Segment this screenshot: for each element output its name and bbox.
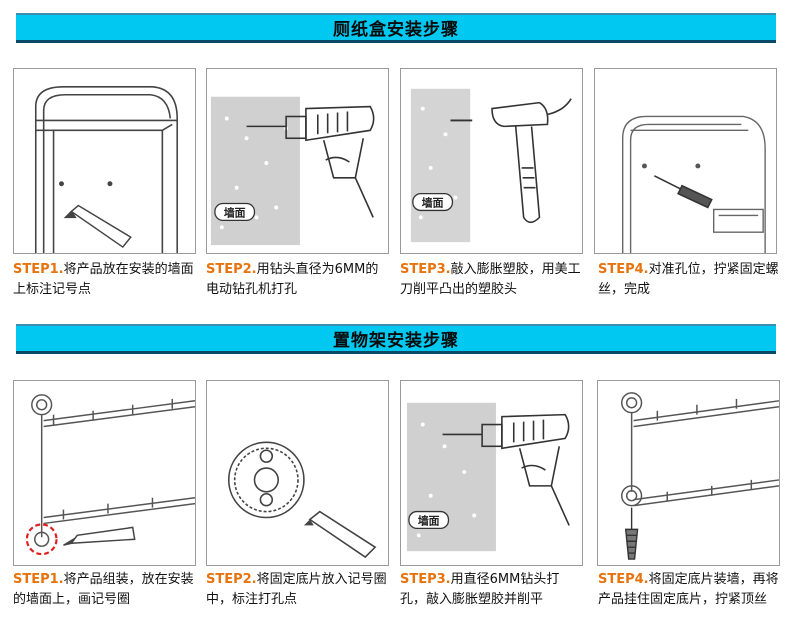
- step-illustration-tissue-hammer: 墙面: [400, 68, 583, 254]
- step-label: STEP1.: [13, 262, 64, 277]
- step-illustration-shelf-mark: [13, 380, 196, 566]
- step-caption-3: STEP3.敲入膨胀塑胶，用美工刀削平凸出的塑胶头: [400, 260, 585, 300]
- step-label: STEP4.: [598, 262, 649, 277]
- step-caption-4: STEP4.对准孔位，拧紧固定螺丝，完成: [598, 260, 783, 300]
- step-label: STEP2.: [206, 572, 257, 587]
- section-banner-tissue-box: 厕纸盒安装步骤: [16, 13, 776, 43]
- step-caption-1: STEP1.将产品组装，放在安装的墙面上，画记号圈: [13, 570, 198, 610]
- step-illustration-tissue-drill: 墙面: [206, 68, 389, 254]
- step-caption-1: STEP1.将产品放在安装的墙面上标注记号点: [13, 260, 198, 300]
- hammer-wall-icon: 墙面: [410, 88, 572, 243]
- step-illustration-shelf-drill: 墙面: [400, 380, 583, 566]
- step-label: STEP4.: [598, 572, 649, 587]
- base-plate-pencil-icon: [227, 441, 377, 559]
- step-text: 将固定底片装墙，再将产品挂住固定底片，拧紧顶丝: [598, 572, 779, 607]
- step-label: STEP3.: [400, 262, 451, 277]
- section-banner-shelf: 置物架安装步骤: [16, 324, 776, 354]
- step-caption-3: STEP3.用直径6MM钻头打孔，敲入膨胀塑胶并削平: [400, 570, 585, 610]
- tissue-box-pencil-icon: [34, 86, 178, 253]
- step-label: STEP1.: [13, 572, 64, 587]
- step-label: STEP2.: [206, 262, 257, 277]
- step-label: STEP3.: [400, 572, 451, 587]
- step-text: 将产品放在安装的墙面上标注记号点: [13, 262, 194, 297]
- step-text: 对准孔位，拧紧固定螺丝，完成: [598, 262, 779, 297]
- drill-wall-icon: 墙面: [210, 96, 375, 246]
- step-caption-2: STEP2.将固定底片放入记号圈中，标注打孔点: [206, 570, 391, 610]
- drill-wall-icon: 墙面: [406, 402, 570, 552]
- tissue-box-screwdriver-icon: [622, 115, 766, 253]
- wall-tag: 墙面: [422, 195, 444, 209]
- wall-tag: 墙面: [224, 205, 246, 219]
- section-title: 置物架安装步骤: [333, 331, 459, 351]
- section-title: 厕纸盒安装步骤: [333, 20, 459, 40]
- step-text: 用钻头直径为6MM的电动钻孔机打孔: [206, 262, 379, 297]
- step-caption-2: STEP2.用钻头直径为6MM的电动钻孔机打孔: [206, 260, 391, 300]
- shelf-marker-icon: [25, 394, 195, 556]
- step-illustration-shelf-plate: [206, 380, 389, 566]
- shelf-screw-icon: [620, 392, 779, 560]
- step-text: 将产品组装，放在安装的墙面上，画记号圈: [13, 572, 194, 607]
- wall-tag: 墙面: [418, 513, 440, 527]
- step-illustration-tissue-screw: [594, 68, 777, 254]
- step-text: 敲入膨胀塑胶，用美工刀削平凸出的塑胶头: [400, 262, 581, 297]
- step-text: 用直径6MM钻头打孔，敲入膨胀塑胶并削平: [400, 572, 560, 607]
- step-text: 将固定底片放入记号圈中，标注打孔点: [206, 572, 387, 607]
- step-caption-4: STEP4.将固定底片装墙，再将产品挂住固定底片，拧紧顶丝: [598, 570, 783, 610]
- step-illustration-tissue-mark: [13, 68, 196, 254]
- step-illustration-shelf-screw: [597, 380, 780, 566]
